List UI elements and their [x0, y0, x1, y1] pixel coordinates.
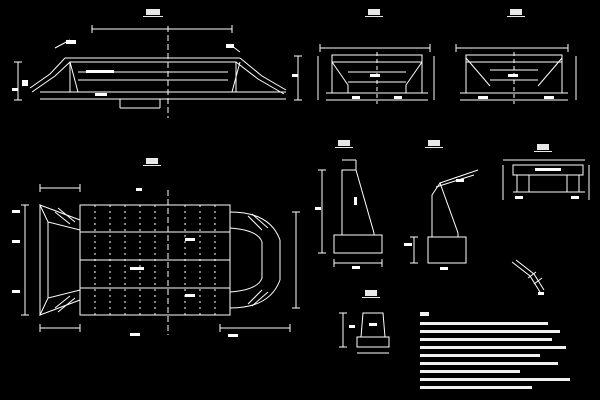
- wall-section-1-drawing: [315, 159, 383, 269]
- elevation-label-bar: [86, 70, 114, 73]
- elevation-title-tag: [146, 9, 160, 15]
- elevation-drawing: [12, 25, 302, 118]
- note-line: [420, 330, 560, 333]
- section-b-view: [448, 0, 588, 110]
- plan-title-underline: [143, 165, 161, 166]
- parapet-detail-drawing: [339, 312, 390, 354]
- note-line: [420, 338, 552, 341]
- footing-detail-view: [500, 252, 560, 300]
- note-line: [420, 322, 548, 325]
- parapet-detail-title-underline: [362, 297, 380, 298]
- wall-section-1-title-underline: [335, 147, 353, 148]
- notes-block: [420, 312, 580, 392]
- plan-view: [0, 150, 310, 345]
- section-b-drawing: [455, 44, 577, 104]
- wall-section-1-view: [312, 135, 392, 275]
- section-a-drawing: [317, 44, 435, 104]
- note-line: [420, 370, 520, 373]
- section-a-title-underline: [365, 16, 383, 17]
- slab-detail-title-tag: [537, 144, 549, 150]
- note-line: [420, 354, 540, 357]
- wall-section-2-title-underline: [425, 147, 443, 148]
- note-line: [420, 362, 558, 365]
- notes-heading: [420, 312, 429, 316]
- elevation-title-underline: [143, 16, 163, 17]
- slab-detail-view: [495, 140, 595, 210]
- section-a-title-tag: [368, 9, 380, 15]
- wall-section-1-title-tag: [338, 140, 350, 146]
- section-a-view: [312, 0, 440, 110]
- parapet-detail-view: [335, 285, 415, 360]
- plan-title-tag: [146, 158, 158, 164]
- elevation-view: [0, 0, 310, 120]
- section-b-title-underline: [507, 16, 525, 17]
- note-line: [420, 346, 566, 349]
- parapet-detail-title-tag: [365, 290, 377, 296]
- note-line: [420, 386, 532, 389]
- wall-section-2-drawing: [404, 169, 479, 270]
- plan-drawing: [12, 184, 300, 337]
- slab-detail-title-underline: [534, 151, 552, 152]
- wall-section-2-view: [400, 135, 485, 275]
- slab-detail-drawing: [502, 159, 590, 200]
- wall-section-2-title-tag: [428, 140, 440, 146]
- section-b-title-tag: [510, 9, 522, 15]
- note-line: [420, 378, 570, 381]
- footing-detail-drawing: [511, 259, 545, 295]
